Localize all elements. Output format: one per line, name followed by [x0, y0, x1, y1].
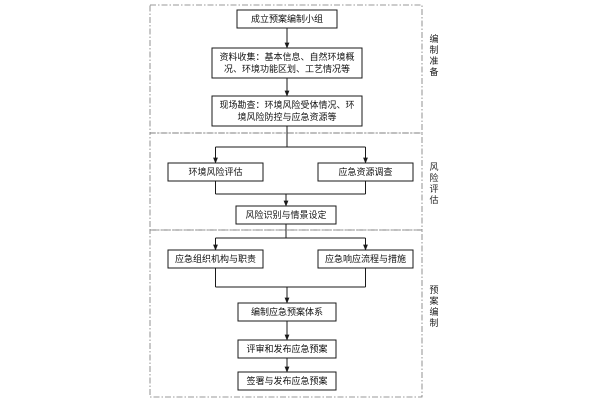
- node-box: [237, 302, 337, 322]
- node-box: [167, 162, 264, 182]
- node-risk-assess: 环境风险评估: [167, 162, 264, 182]
- node-box: [167, 249, 264, 269]
- node-box: [211, 95, 363, 127]
- node-label: 境风险防控与应急资源等: [237, 111, 336, 123]
- node-label: 评审和发布应急预案: [246, 343, 327, 355]
- node-box: [317, 249, 414, 269]
- node-label: 资料收集：基本信息、自然环境概: [219, 51, 354, 63]
- node-sign: 签署与发布应急预案: [237, 371, 337, 391]
- node-label: 应急响应流程与措施: [325, 253, 406, 265]
- section-label-prep: 编制准备: [429, 33, 438, 78]
- node-box: [211, 47, 363, 79]
- node-resource-survey: 应急资源调查: [317, 162, 414, 182]
- node-box: [317, 162, 414, 182]
- node-label: 应急资源调查: [338, 166, 392, 178]
- node-label: 应急组织机构与职责: [175, 253, 256, 265]
- node-label: 成立预案编制小组: [251, 13, 323, 25]
- node-review: 评审和发布应急预案: [237, 339, 337, 359]
- node-label: 风险识别与情景设定: [245, 209, 326, 221]
- node-org: 应急组织机构与职责: [167, 249, 264, 269]
- node-label: 环境风险评估: [188, 166, 242, 178]
- node-scenario: 风险识别与情景设定: [235, 205, 337, 225]
- node-label: 签署与发布应急预案: [246, 375, 327, 387]
- node-system: 编制应急预案体系: [237, 302, 337, 322]
- section-frame-prep: [149, 4, 423, 134]
- node-box: [237, 371, 337, 391]
- node-box: [236, 9, 338, 29]
- node-label: 编制应急预案体系: [251, 306, 323, 318]
- section-label-risk: 风险评估: [429, 162, 438, 206]
- section-frame-risk: [149, 132, 423, 231]
- node-box: [237, 339, 337, 359]
- node-box: [235, 205, 337, 225]
- node-label: 况、环境功能区划、工艺情况等: [224, 63, 350, 75]
- node-label: 现场勘查：环境风险受体情况、环: [219, 99, 354, 111]
- node-form-team: 成立预案编制小组: [236, 9, 338, 29]
- node-process: 应急响应流程与措施: [317, 249, 414, 269]
- section-label-plan: 预案编制: [429, 285, 438, 329]
